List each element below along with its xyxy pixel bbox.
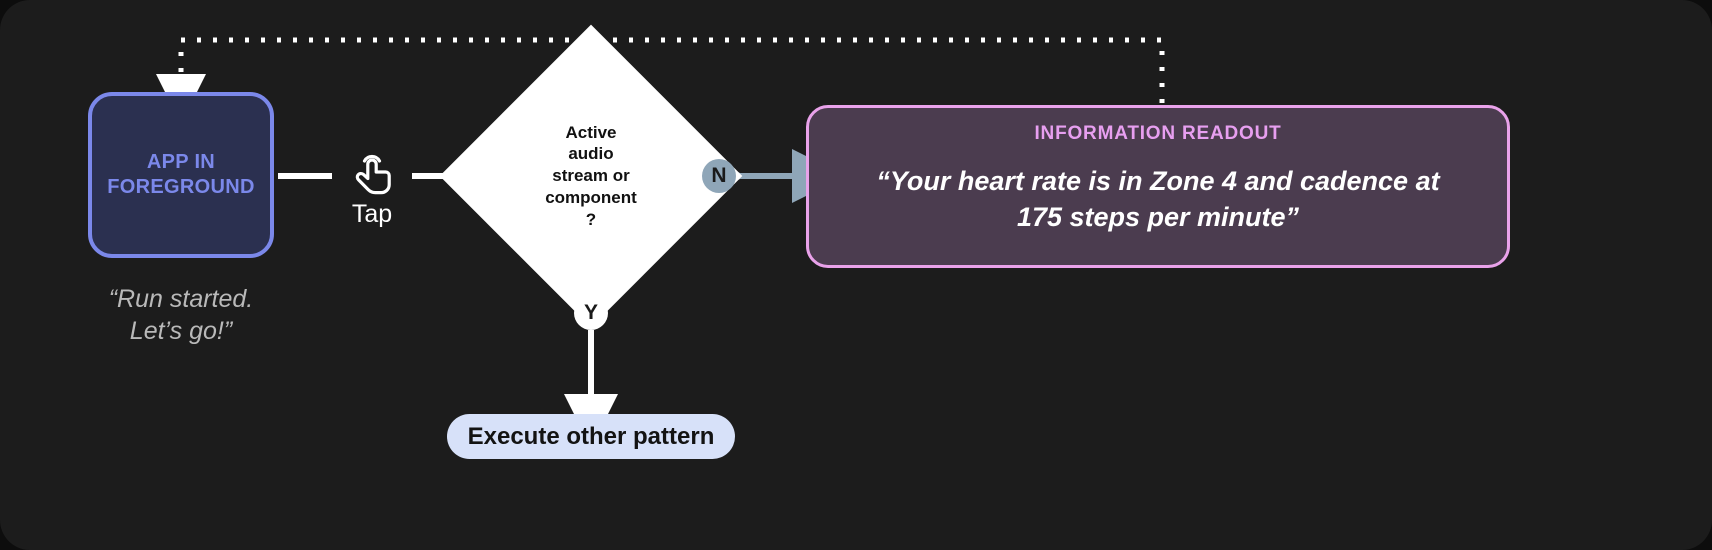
node-execute-other-pattern[interactable]: Execute other pattern	[447, 414, 735, 459]
branch-badge-no: N	[702, 159, 736, 193]
gesture-tap-group: Tap	[330, 148, 414, 227]
app-node-caption: “Run started. Let’s go!”	[60, 283, 302, 347]
app-caption-line1: “Run started.	[108, 285, 254, 313]
gesture-tap-label: Tap	[351, 200, 393, 228]
decision-line5: ?	[585, 209, 597, 229]
decision-line1: Active	[565, 122, 617, 142]
app-node-label-line1: APP IN	[146, 151, 216, 173]
readout-title: INFORMATION READOUT	[1034, 123, 1282, 144]
node-decision-audio-stream[interactable]: Active audio stream or component ?	[439, 24, 743, 328]
decision-line4: component	[545, 187, 637, 207]
readout-body-line1: “Your heart rate is in Zone 4 and cadenc…	[876, 166, 1440, 196]
node-information-readout[interactable]: INFORMATION READOUT “Your heart rate is …	[806, 105, 1510, 268]
tap-gesture-icon	[355, 154, 391, 195]
app-caption-line2: Let’s go!”	[129, 317, 233, 345]
readout-body: “Your heart rate is in Zone 4 and cadenc…	[850, 164, 1465, 235]
branch-badge-yes: Y	[574, 296, 608, 330]
readout-body-line2: 175 steps per minute”	[1016, 201, 1300, 232]
app-node-label: APP IN FOREGROUND	[107, 150, 254, 200]
decision-line2: audio	[568, 144, 614, 164]
node-app-in-foreground[interactable]: APP IN FOREGROUND	[88, 92, 274, 258]
app-node-label-line2: FOREGROUND	[107, 176, 255, 198]
decision-label: Active audio stream or component ?	[484, 69, 698, 283]
decision-line3: stream or	[552, 166, 630, 186]
